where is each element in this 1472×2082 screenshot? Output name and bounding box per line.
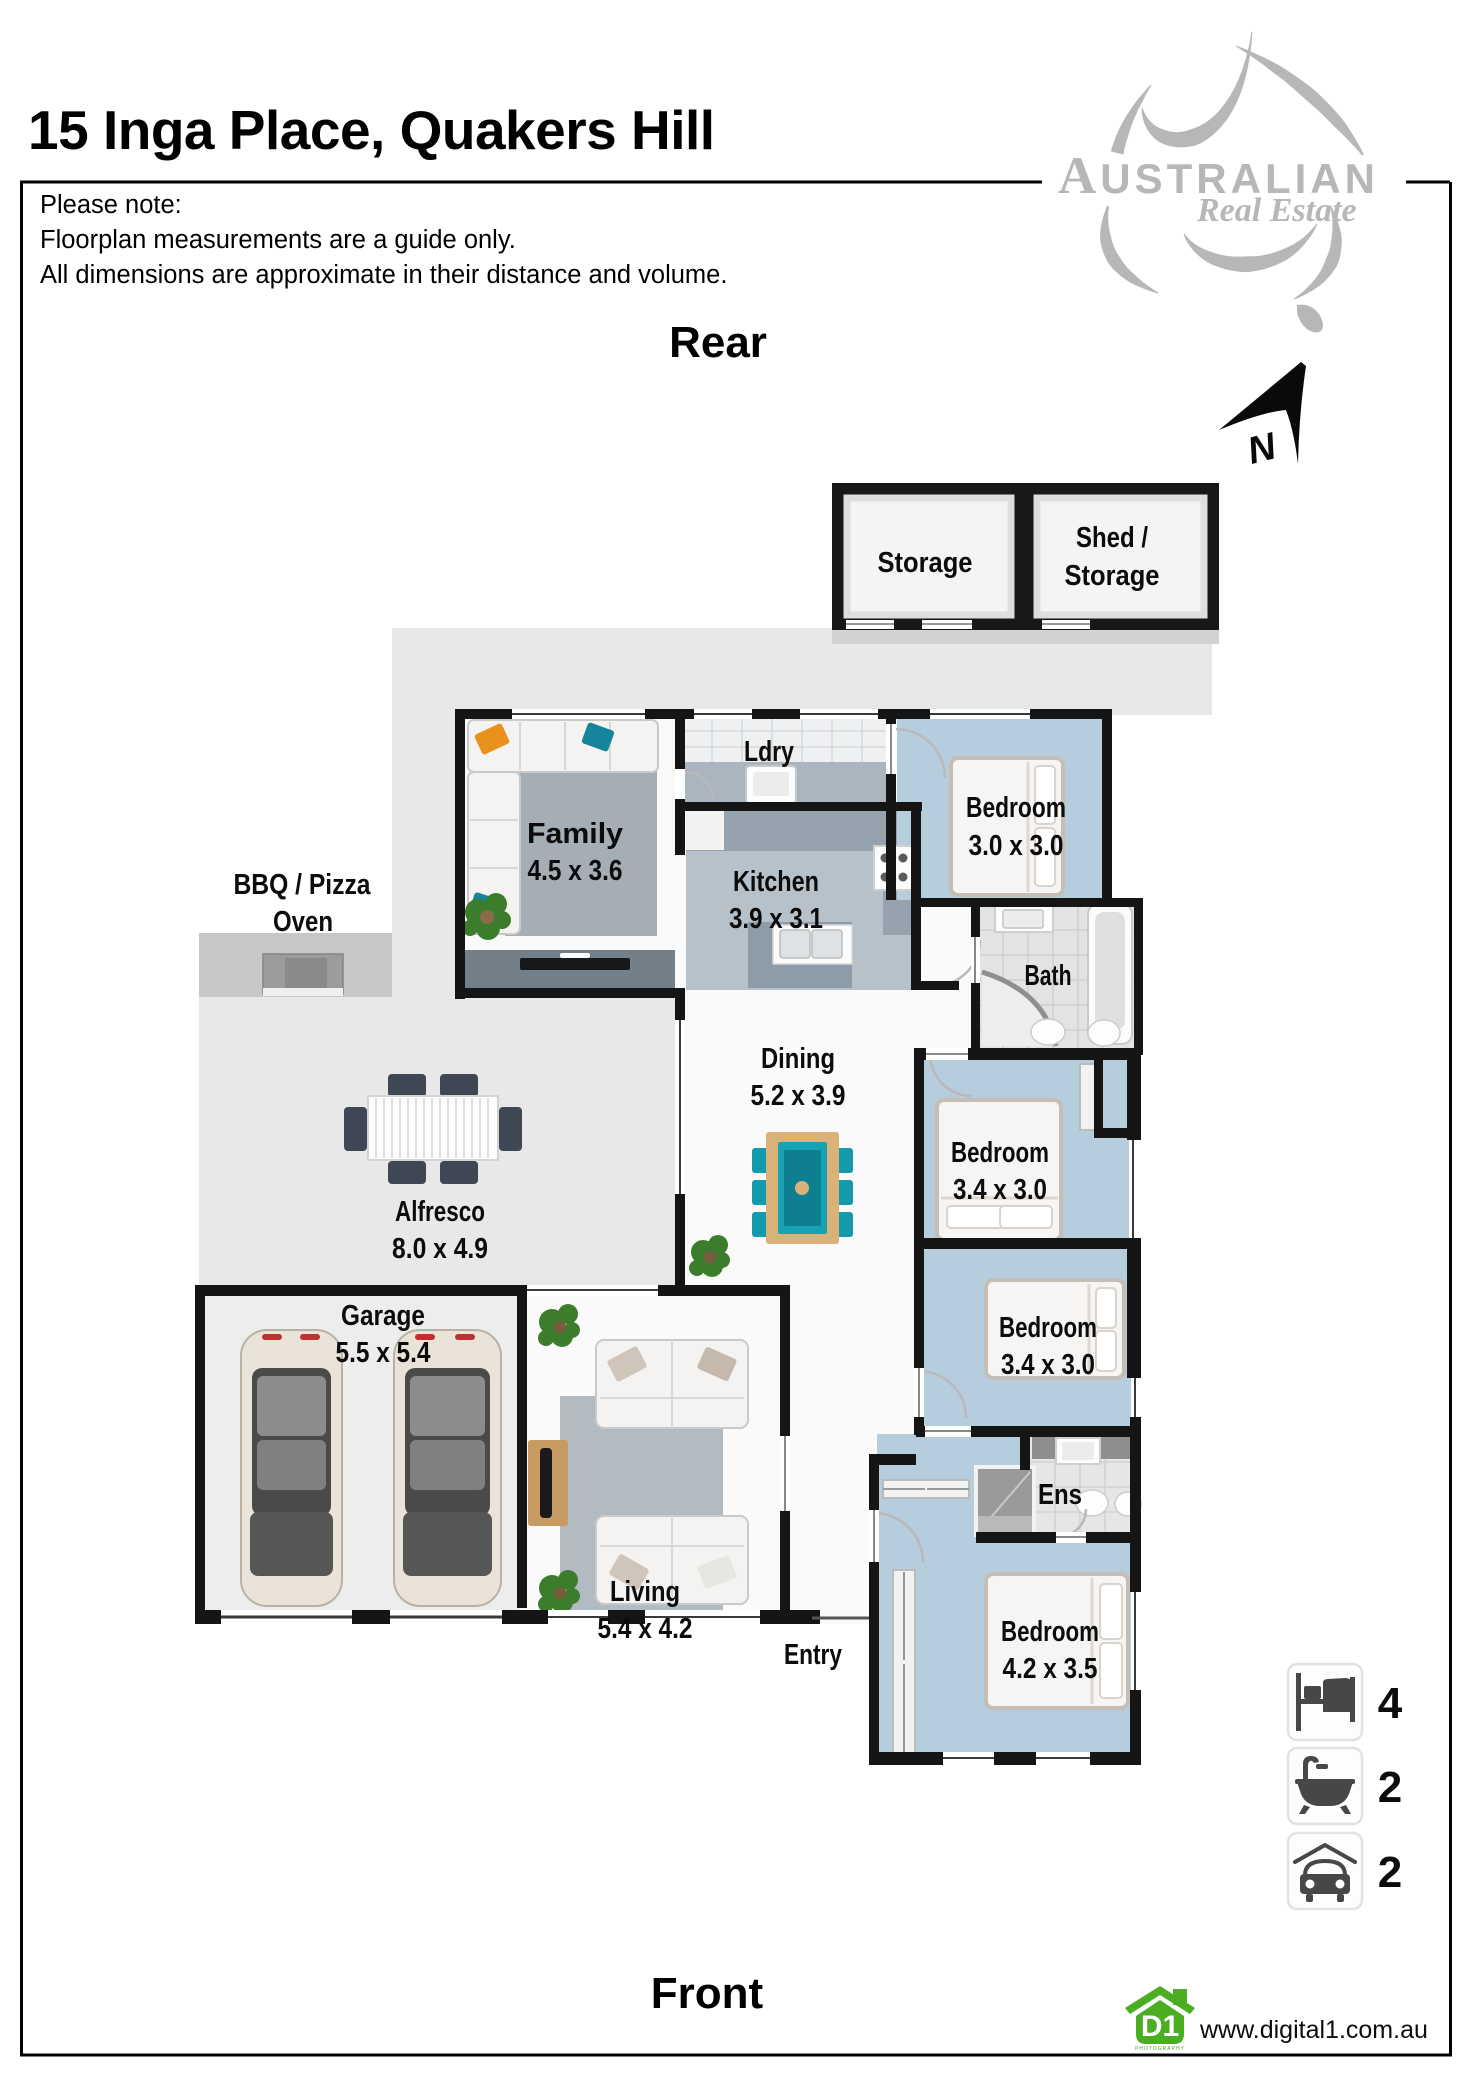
svg-text:Rear: Rear (669, 318, 767, 367)
svg-text:Bedroom: Bedroom (951, 1137, 1049, 1169)
svg-text:Bath: Bath (1025, 960, 1072, 992)
svg-text:Bedroom: Bedroom (966, 792, 1066, 824)
svg-text:3.0 x 3.0: 3.0 x 3.0 (969, 830, 1064, 862)
svg-text:Family: Family (527, 818, 623, 850)
svg-text:5.2 x 3.9: 5.2 x 3.9 (751, 1080, 846, 1112)
svg-text:Garage: Garage (341, 1300, 425, 1332)
svg-text:Living: Living (610, 1576, 680, 1608)
svg-text:4.5 x 3.6: 4.5 x 3.6 (528, 855, 623, 887)
svg-text:5.5 x 5.4: 5.5 x 5.4 (336, 1337, 431, 1369)
svg-text:All dimensions are approximate: All dimensions are approximate in their … (40, 261, 727, 289)
svg-text:Entry: Entry (784, 1639, 842, 1671)
svg-text:5.4 x 4.2: 5.4 x 4.2 (598, 1613, 693, 1645)
svg-text:3.9 x 3.1: 3.9 x 3.1 (729, 903, 823, 935)
svg-text:Storage: Storage (878, 547, 973, 579)
svg-text:Front: Front (651, 1969, 764, 2018)
svg-text:www.digital1.com.au: www.digital1.com.au (1199, 2016, 1428, 2044)
svg-text:Shed /: Shed / (1076, 522, 1148, 554)
svg-text:Floorplan measurements are a g: Floorplan measurements are a guide only. (40, 226, 516, 254)
svg-text:8.0 x 4.9: 8.0 x 4.9 (392, 1233, 488, 1265)
svg-text:Ens: Ens (1038, 1479, 1082, 1511)
svg-text:D1: D1 (1141, 2010, 1179, 2043)
svg-text:3.4 x 3.0: 3.4 x 3.0 (953, 1174, 1047, 1206)
svg-text:Storage: Storage (1065, 560, 1160, 592)
svg-text:4.2 x 3.5: 4.2 x 3.5 (1003, 1653, 1098, 1685)
svg-text:Bedroom: Bedroom (1001, 1616, 1099, 1648)
svg-text:Bedroom: Bedroom (999, 1312, 1097, 1344)
svg-text:3.4 x 3.0: 3.4 x 3.0 (1001, 1349, 1095, 1381)
svg-text:2: 2 (1378, 1848, 1402, 1897)
svg-text:15 Inga Place, Quakers Hill: 15 Inga Place, Quakers Hill (28, 99, 715, 161)
svg-text:Real Estate: Real Estate (1196, 192, 1357, 229)
svg-text:PHOTOGRAPHY: PHOTOGRAPHY (1135, 2046, 1185, 2052)
svg-text:4: 4 (1378, 1679, 1403, 1728)
svg-text:2: 2 (1378, 1763, 1402, 1812)
svg-text:AUSTRALIAN: AUSTRALIAN (1058, 147, 1379, 205)
svg-text:Oven: Oven (273, 906, 333, 938)
svg-text:Kitchen: Kitchen (733, 866, 819, 898)
svg-text:Dining: Dining (761, 1043, 835, 1075)
svg-text:Ldry: Ldry (744, 736, 794, 768)
svg-text:BBQ / Pizza: BBQ / Pizza (234, 869, 372, 901)
svg-text:Please note:: Please note: (40, 191, 182, 219)
svg-text:Alfresco: Alfresco (395, 1196, 485, 1228)
